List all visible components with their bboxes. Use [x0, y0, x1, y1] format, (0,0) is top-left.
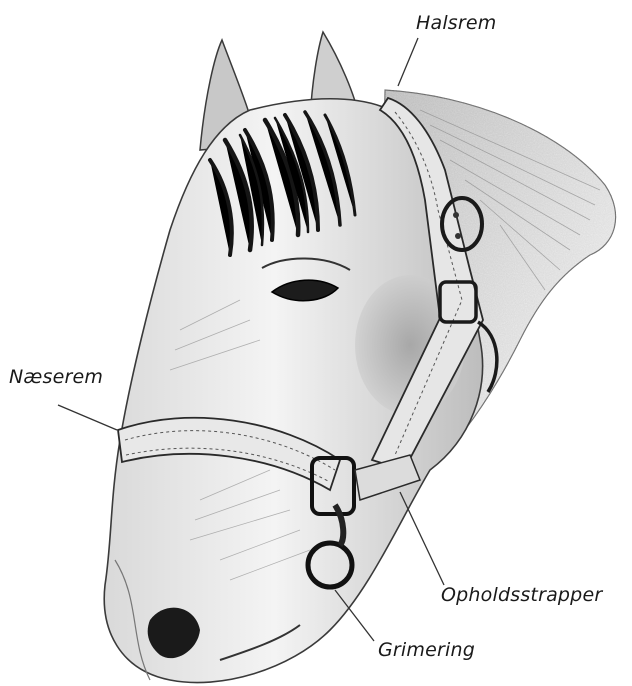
- label-halsrem: Halsrem: [416, 12, 497, 34]
- leader-naeserem: [58, 405, 117, 430]
- label-opholdsstrapper: Opholdsstrapper: [441, 584, 602, 606]
- label-grimering: Grimering: [378, 639, 475, 661]
- leader-halsrem: [398, 38, 418, 86]
- leader-opholdsstrapper: [400, 492, 444, 585]
- label-naeserem: Næserem: [9, 366, 103, 388]
